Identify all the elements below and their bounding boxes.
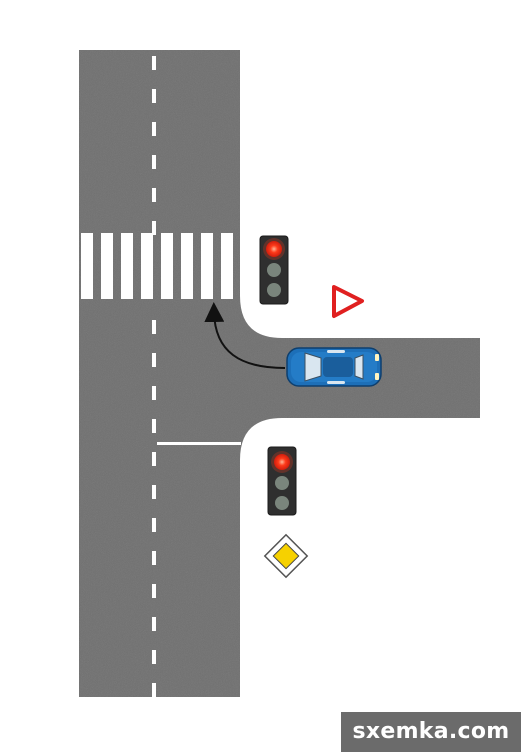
crosswalk-stripe	[201, 233, 213, 299]
lane-dash	[152, 89, 156, 103]
yellow-signal-icon	[267, 263, 281, 277]
traffic-light-upper	[259, 235, 289, 305]
crosswalk-stripe	[161, 233, 173, 299]
lane-dash	[152, 551, 156, 565]
crosswalk-stripe	[121, 233, 133, 299]
green-signal-icon	[275, 496, 289, 510]
crosswalk-stripe	[181, 233, 193, 299]
lane-dash	[152, 56, 156, 70]
stop-line	[157, 442, 241, 445]
lane-dash	[152, 386, 156, 400]
lane-dash	[152, 122, 156, 136]
lane-dash	[152, 188, 156, 202]
pedestrian-crossing	[81, 233, 233, 299]
turn-arrow	[204, 302, 286, 369]
lane-dash	[152, 419, 156, 433]
lane-dash	[152, 485, 156, 499]
green-signal-icon	[267, 283, 281, 297]
lane-dash	[152, 452, 156, 466]
blue-car	[286, 347, 382, 387]
traffic-light-lower	[267, 446, 297, 516]
yield-sign-icon	[332, 285, 364, 318]
road	[79, 50, 480, 697]
lane-dash	[152, 518, 156, 532]
yellow-signal-icon	[275, 476, 289, 490]
watermark: sxemka.com	[341, 712, 521, 752]
lane-dash	[152, 221, 156, 235]
crosswalk-stripe	[221, 233, 233, 299]
lane-dash	[152, 617, 156, 631]
priority-road-sign-icon	[263, 533, 309, 579]
crosswalk-stripe	[81, 233, 93, 299]
lane-dash	[152, 353, 156, 367]
crosswalk-stripe	[101, 233, 113, 299]
lane-dash	[152, 650, 156, 664]
lane-dash	[152, 320, 156, 334]
lane-dash	[152, 155, 156, 169]
red-signal-icon	[266, 241, 282, 257]
center-dashed-line	[152, 56, 156, 697]
crosswalk-stripe	[141, 233, 153, 299]
red-signal-icon	[274, 454, 290, 470]
lane-dash	[152, 683, 156, 697]
lane-dash	[152, 584, 156, 598]
